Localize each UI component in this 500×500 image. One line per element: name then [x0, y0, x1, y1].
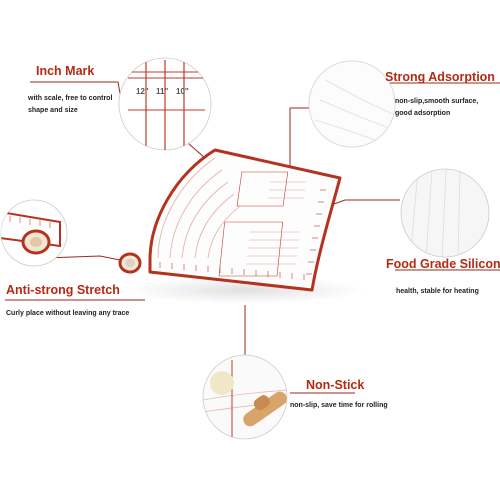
non-stick-desc: non-slip, save time for rolling — [290, 402, 388, 409]
adsorption-detail — [308, 60, 396, 148]
mat-curve-5 — [207, 205, 241, 259]
inch-mark-desc: with scale, free to control shape and si… — [28, 93, 128, 117]
inch-mark-desc-line1: with scale, free to control — [28, 95, 113, 102]
anti-stretch-desc: Curly place without leaving any trace — [6, 310, 130, 317]
connector-adsorption — [289, 107, 310, 175]
non-stick-title: Non-Stick — [306, 378, 365, 392]
mat-table-bottom — [218, 221, 283, 277]
food-grade-desc: health, stable for heating — [396, 288, 479, 295]
mat-curve-3 — [181, 181, 229, 259]
non-stick-detail — [202, 354, 288, 440]
mat-surface — [148, 148, 342, 292]
mat-ruler-ticks — [159, 262, 305, 280]
mat-roll-core — [125, 258, 135, 268]
silicone-mat — [118, 148, 342, 292]
mat-curve-1 — [157, 157, 216, 259]
strong-adsorption-desc-line1: non-slip,smooth surface, — [395, 98, 479, 105]
ruler-mark-12: 12" — [136, 87, 149, 96]
mat-table-rows — [246, 181, 306, 265]
anti-stretch-title: Anti-strong Stretch — [6, 283, 120, 297]
food-grade-detail — [400, 168, 490, 258]
mat-curve-4 — [194, 193, 235, 259]
inch-mark-desc-line2: shape and size — [28, 107, 78, 114]
food-grade-title: Food Grade Silicone — [386, 257, 500, 271]
mat-table-top — [236, 171, 289, 207]
strong-adsorption-desc-line2: good adsorption — [395, 110, 451, 117]
inch-mark-detail: 12" 11" 10" — [118, 57, 212, 151]
inch-mark-title: Inch Mark — [36, 64, 95, 78]
ruler-mark-11: 11" — [156, 87, 168, 96]
mat-right-ruler — [306, 189, 326, 275]
mat-curve-2 — [169, 169, 223, 259]
strong-adsorption-desc: non-slip,smooth surface, good adsorption — [395, 96, 500, 120]
anti-stretch-detail — [0, 199, 68, 267]
strong-adsorption-title: Strong Adsorption — [385, 70, 495, 84]
ruler-mark-10: 10" — [176, 87, 189, 96]
